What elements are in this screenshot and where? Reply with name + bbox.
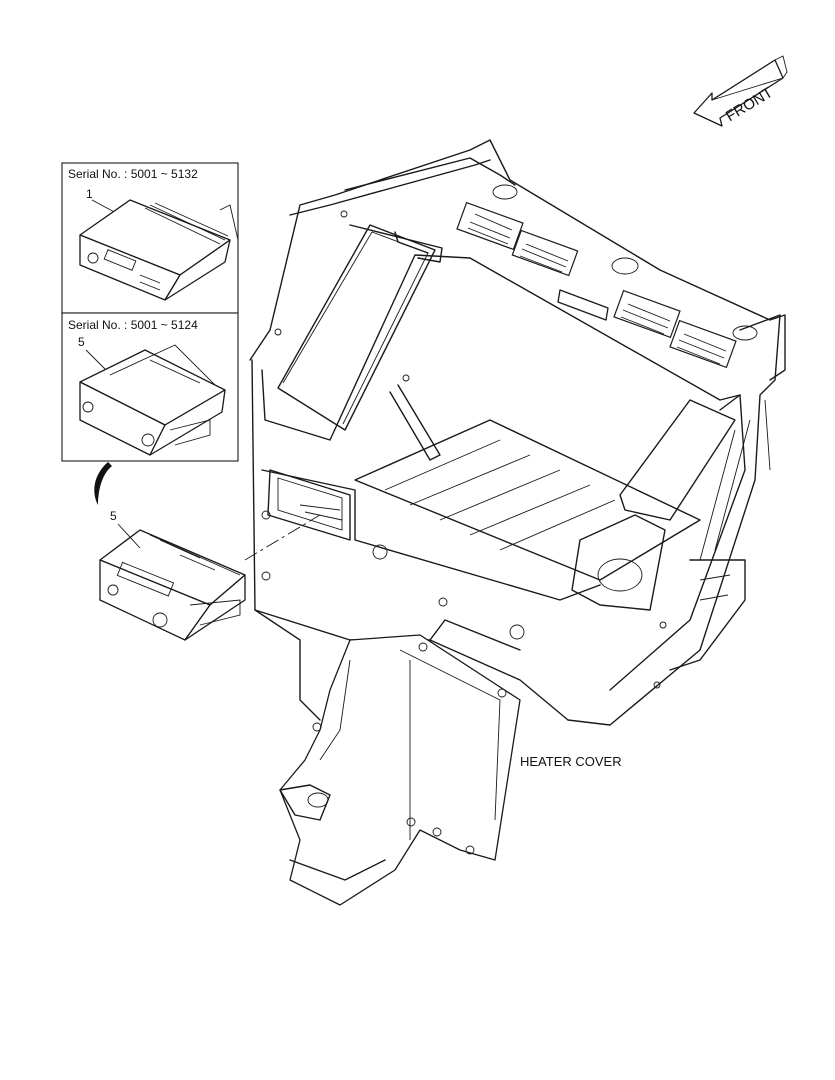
- inset-top-callout: 1: [86, 187, 93, 201]
- vent-grille-4: [669, 319, 737, 369]
- connector-curve: [94, 462, 112, 505]
- inset-top-serial: Serial No. : 5001 ~ 5132: [68, 167, 198, 181]
- radio-unit-main: [99, 529, 246, 641]
- leader-line: [244, 514, 321, 561]
- inset-bottom: Serial No. : 5001 ~ 5124 5: [61, 312, 239, 462]
- vent-grille-2: [511, 229, 579, 277]
- heater-cover-label: HEATER COVER: [520, 754, 622, 769]
- main-callout-leader: [117, 523, 141, 549]
- inset-bottom-callout: 5: [78, 335, 85, 349]
- cab-structure: [249, 139, 786, 726]
- inset-top: Serial No. : 5001 ~ 5132 1: [61, 162, 239, 314]
- inset-bottom-serial: Serial No. : 5001 ~ 5124: [68, 318, 198, 332]
- heater-cover: [279, 634, 521, 906]
- front-arrow: FRONT: [693, 55, 788, 127]
- vent-grille-3: [613, 289, 681, 339]
- vent-grille-1: [456, 201, 524, 251]
- main-callout: 5: [110, 509, 117, 523]
- inset-connector: [219, 204, 239, 440]
